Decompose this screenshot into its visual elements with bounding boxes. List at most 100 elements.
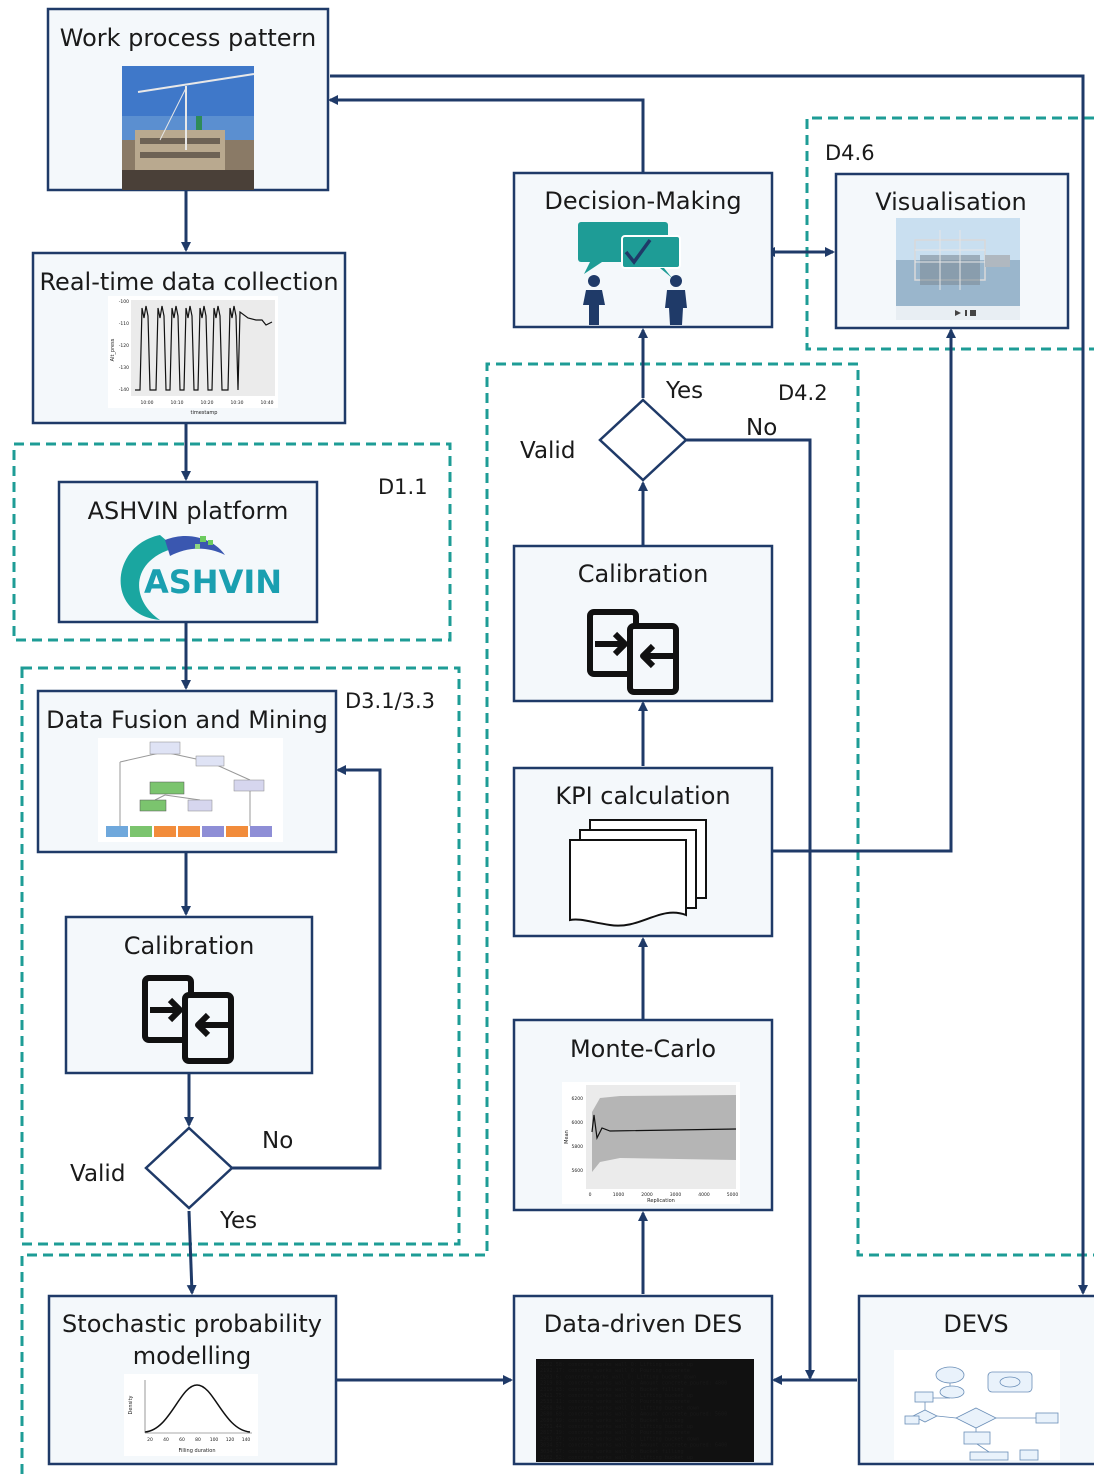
realtime-xtick: 10:10 xyxy=(171,400,184,406)
discussion-icon xyxy=(578,222,687,325)
decision-left-label: Valid xyxy=(70,1161,125,1187)
decision-left: Valid No Yes xyxy=(70,1126,293,1234)
node-visualisation-title: Visualisation xyxy=(875,188,1027,216)
density-xtick: 20 xyxy=(147,1437,153,1443)
monte-ytick: 6000 xyxy=(572,1120,584,1126)
des-console-line: 3162.52: concrete_works_wall_O: Lifting … xyxy=(540,1455,693,1461)
node-stochastic-title-line1: Stochastic probability xyxy=(62,1310,322,1338)
node-calibration-left: Calibration xyxy=(64,915,314,1075)
node-decision-title: Decision-Making xyxy=(544,187,741,215)
node-calibration-right: Calibration xyxy=(512,544,774,703)
node-stochastic-title-line2: modelling xyxy=(133,1342,252,1370)
calibration-icon-right xyxy=(587,609,679,695)
des-console-line: 3034.57: concrete_works_wall_O: Bucket f… xyxy=(540,1449,684,1455)
monte-xtick: 0 xyxy=(589,1192,592,1198)
density-xtick: 60 xyxy=(179,1437,185,1443)
node-decision: Decision-Making xyxy=(512,171,774,329)
des-console-line: 2817.19: concrete_works_wall_O: Pouring … xyxy=(540,1430,690,1436)
connectors xyxy=(181,74,1088,1385)
node-platform: ASHVIN platform ASHVIN xyxy=(57,480,319,624)
monte-ylabel: Mean xyxy=(564,1130,570,1144)
arrow-kpi-to-visualisation xyxy=(772,328,956,853)
arrow-valid-no-to-des xyxy=(686,438,815,1380)
des-console xyxy=(536,1359,754,1462)
devs-flowchart xyxy=(894,1350,1060,1461)
monte-ytick: 5600 xyxy=(572,1168,584,1174)
node-des-title: Data-driven DES xyxy=(544,1310,742,1338)
realtime-ytick: -110 xyxy=(119,321,129,327)
node-work-process-title: Work process pattern xyxy=(60,24,316,52)
des-console-line: 2680.69: concrete_works_wall_O: Bucket f… xyxy=(540,1418,684,1424)
node-monte-title: Monte-Carlo xyxy=(570,1035,716,1063)
3d-building-image xyxy=(896,218,1020,320)
realtime-xlabel: timestamp xyxy=(191,410,218,416)
realtime-ytick: -120 xyxy=(119,343,129,349)
monte-carlo-chart: Mean Replication 6200 6000 5800 5600 0 1000 2… xyxy=(562,1082,740,1204)
group-d31-label: D3.1/3.3 xyxy=(345,689,435,713)
decision-left-yes: Yes xyxy=(219,1208,257,1234)
des-console-line: 2568.94: concrete_works_wall_O: Lifting … xyxy=(540,1405,699,1411)
group-d42-label: D4.2 xyxy=(778,381,828,405)
density-xlabel: Filling duration xyxy=(178,1448,215,1454)
documents-icon xyxy=(569,819,707,927)
node-realtime-title: Real-time data collection xyxy=(39,268,338,296)
des-console-line: 2203.6: concrete_works_wall_O: Lifting b… xyxy=(540,1374,696,1380)
arrow-work-to-devs xyxy=(330,74,1088,1295)
node-kpi-title: KPI calculation xyxy=(555,782,730,810)
calibration-icon xyxy=(142,975,234,1064)
realtime-chart: Alt_press timestamp -100-110-120-130-140… xyxy=(108,296,278,416)
node-calibration-left-title: Calibration xyxy=(124,932,255,960)
group-d31: D3.1/3.3 xyxy=(20,666,461,1246)
node-work-process: Work process pattern xyxy=(46,7,330,192)
node-devs: DEVS xyxy=(857,1294,1094,1466)
density-xtick: 80 xyxy=(195,1437,201,1443)
realtime-ylabel: Alt_press xyxy=(110,338,116,361)
node-fusion: Data Fusion and Mining xyxy=(36,689,338,854)
density-xtick: 100 xyxy=(210,1437,219,1443)
realtime-xtick: 10:30 xyxy=(231,400,244,406)
node-des: Data-driven DES 2102.58: concrete_works_… xyxy=(512,1294,774,1466)
des-console-line: 3034.57: concrete_works_wall_O: Amount c… xyxy=(540,1443,727,1449)
monte-xlabel: Replication xyxy=(647,1198,675,1204)
density-xtick: 120 xyxy=(226,1437,235,1443)
monte-xtick: 3000 xyxy=(670,1192,682,1198)
node-platform-title: ASHVIN platform xyxy=(88,497,289,525)
realtime-ytick: -140 xyxy=(119,387,129,393)
monte-ytick: 6200 xyxy=(572,1096,584,1102)
des-console-line: 2963.97: concrete_works_wall_O: Lifting … xyxy=(540,1436,699,1442)
person-male-icon xyxy=(665,275,687,325)
des-console-line: 2102.58: concrete_works_wall_O: Lifting … xyxy=(540,1362,693,1368)
des-console-line: 2319.83: concrete_works_wall_O: Amount c… xyxy=(540,1381,727,1387)
monte-ytick: 5800 xyxy=(572,1144,584,1150)
monte-xtick: 2000 xyxy=(641,1192,653,1198)
construction-photo xyxy=(122,66,255,190)
monte-xtick: 5000 xyxy=(727,1192,739,1198)
node-stochastic: Stochastic probability modelling Density… xyxy=(47,1294,338,1466)
monte-xtick: 1000 xyxy=(613,1192,625,1198)
monte-xtick: 4000 xyxy=(698,1192,710,1198)
ashvin-logo: ASHVIN xyxy=(120,535,282,620)
realtime-xtick: 10:40 xyxy=(261,400,274,406)
decision-left-no: No xyxy=(262,1128,293,1154)
decision-right-label: Valid xyxy=(520,438,575,464)
decision-right: Valid Yes No xyxy=(520,378,777,482)
node-kpi: KPI calculation xyxy=(512,766,774,938)
arrow-decision-to-work xyxy=(328,95,645,172)
realtime-xtick: 10:00 xyxy=(141,400,154,406)
density-xtick: 140 xyxy=(242,1437,251,1443)
realtime-ytick: -100 xyxy=(119,299,129,305)
node-fusion-title: Data Fusion and Mining xyxy=(46,706,328,734)
person-female-icon xyxy=(583,275,605,325)
decision-tree-graphic xyxy=(98,738,283,842)
decision-right-no: No xyxy=(746,415,777,441)
node-calibration-right-title: Calibration xyxy=(578,560,709,588)
realtime-xtick: 10:20 xyxy=(201,400,214,406)
node-realtime: Real-time data collection Alt_press time… xyxy=(31,251,347,425)
node-monte: Monte-Carlo Mean Replication 6200 6000 580… xyxy=(512,1018,774,1212)
des-console-line: 2751.44: concrete_works_wall_O: Lifting … xyxy=(540,1424,693,1430)
arrow-valid-yes-to-stochastic xyxy=(186,1210,197,1295)
des-console-line: 2192.17: concrete_works_wall_O: Pouring … xyxy=(540,1368,690,1374)
